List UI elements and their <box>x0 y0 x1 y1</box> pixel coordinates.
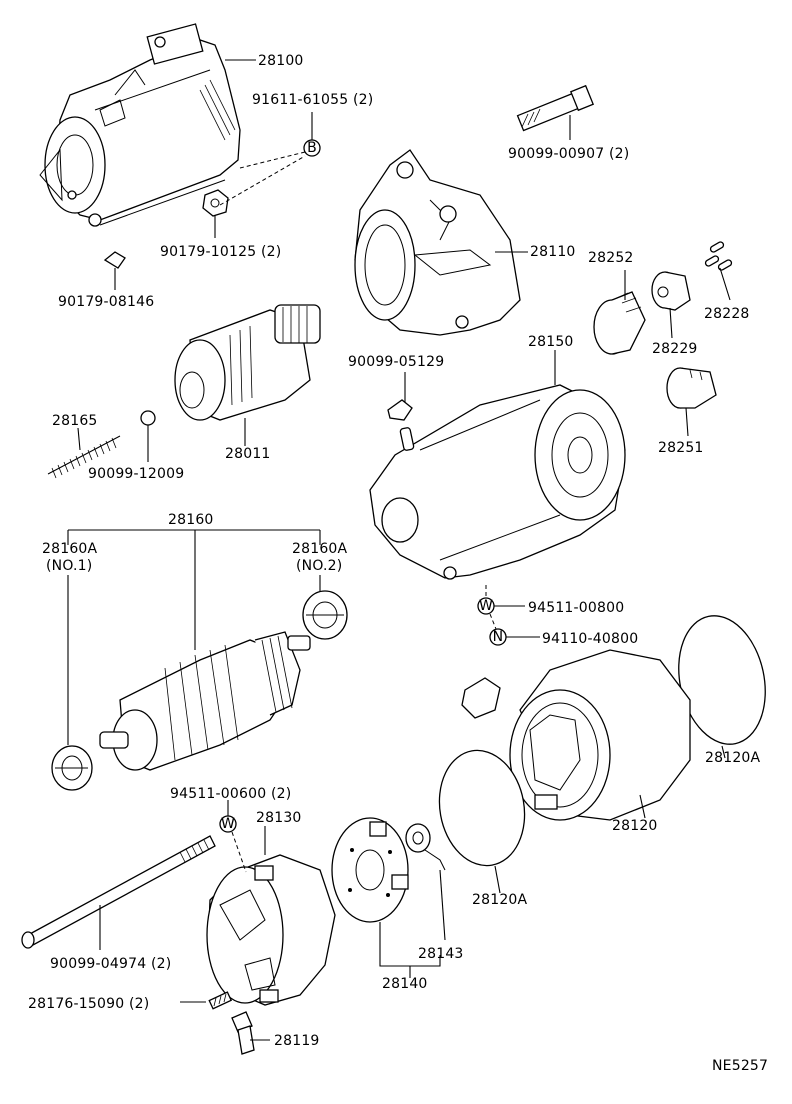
marker-b: B <box>303 139 321 157</box>
label-28160a-no2: 28160A <box>292 541 348 557</box>
starter-housing-28110 <box>354 149 521 336</box>
label-28165: 28165 <box>52 413 98 429</box>
label-28176-15090: 28176-15090 (2) <box>28 996 149 1012</box>
label-90179-08146: 90179-08146 <box>58 294 154 310</box>
marker-b-text: B <box>307 140 317 156</box>
marker-w-upper-text: W <box>479 598 493 614</box>
nut-90179-10125 <box>202 189 229 217</box>
drive-assembly-28011 <box>174 304 321 421</box>
label-28160a-no1-sub: (NO.1) <box>46 558 92 574</box>
label-94511-00600: 94511-00600 (2) <box>170 786 291 802</box>
armature-28160 <box>99 631 311 771</box>
marker-n: N <box>489 628 507 646</box>
label-90099-05129: 90099-05129 <box>348 354 444 370</box>
magnet-switch-28150 <box>369 384 626 580</box>
brush-holder-28140 <box>331 817 409 923</box>
label-28150: 28150 <box>528 334 574 350</box>
label-91611-61055: 91611-61055 (2) <box>252 92 373 108</box>
label-28228: 28228 <box>704 306 750 322</box>
starter-assembly-28100 <box>39 23 241 227</box>
label-94511-00800: 94511-00800 <box>528 600 624 616</box>
label-94110-40800: 94110-40800 <box>542 631 638 647</box>
oring-28120a-bottom <box>438 749 526 867</box>
marker-w-upper: W <box>477 597 495 615</box>
leader-lines <box>67 59 731 1041</box>
label-28143: 28143 <box>418 946 464 962</box>
marker-w-lower: W <box>219 815 237 833</box>
screw-28176-15090 <box>208 991 233 1010</box>
label-90099-04974: 90099-04974 (2) <box>50 956 171 972</box>
clip-90099-05129 <box>387 399 413 421</box>
label-28011: 28011 <box>225 446 271 462</box>
label-90099-00907: 90099-00907 (2) <box>508 146 629 162</box>
gear-28229 <box>651 271 691 311</box>
label-28160a-no2-sub: (NO.2) <box>296 558 342 574</box>
end-frame-28130 <box>206 854 336 1006</box>
clip-90179-08146 <box>103 251 126 269</box>
label-28160: 28160 <box>168 512 214 528</box>
bearing-28160a-no1 <box>51 745 93 791</box>
label-28252: 28252 <box>588 250 634 266</box>
pins-28228 <box>704 241 733 271</box>
marker-n-text: N <box>493 629 504 645</box>
label-28100: 28100 <box>258 53 304 69</box>
label-90099-12009: 90099-12009 <box>88 466 184 482</box>
label-28120: 28120 <box>612 818 658 834</box>
label-28120a-right: 28120A <box>705 750 761 766</box>
bearing-28160a-no2 <box>302 590 348 640</box>
gear-28251 <box>666 367 717 409</box>
label-28110: 28110 <box>530 244 576 260</box>
label-28229: 28229 <box>652 341 698 357</box>
label-28251: 28251 <box>658 440 704 456</box>
bearing-28143 <box>405 823 446 871</box>
label-28140: 28140 <box>382 976 428 992</box>
steel-ball-90099-12009 <box>140 410 156 426</box>
gear-28252 <box>593 291 646 355</box>
through-bolt-90099-04974 <box>21 835 216 949</box>
part-labels: 28100 91611-61055 (2) 90099-00907 (2) 90… <box>28 53 768 1074</box>
label-28160a-no1: 28160A <box>42 541 98 557</box>
diagram-code: NE5257 <box>712 1058 768 1074</box>
spring-28165 <box>47 435 121 479</box>
bolt-28119 <box>231 1011 255 1055</box>
label-90179-10125: 90179-10125 (2) <box>160 244 281 260</box>
bolt-90099-00907 <box>516 84 595 132</box>
yoke-28120 <box>461 649 691 821</box>
label-28120a-bottom: 28120A <box>472 892 528 908</box>
label-28119: 28119 <box>274 1033 320 1049</box>
label-28130: 28130 <box>256 810 302 826</box>
marker-w-lower-text: W <box>221 816 235 832</box>
